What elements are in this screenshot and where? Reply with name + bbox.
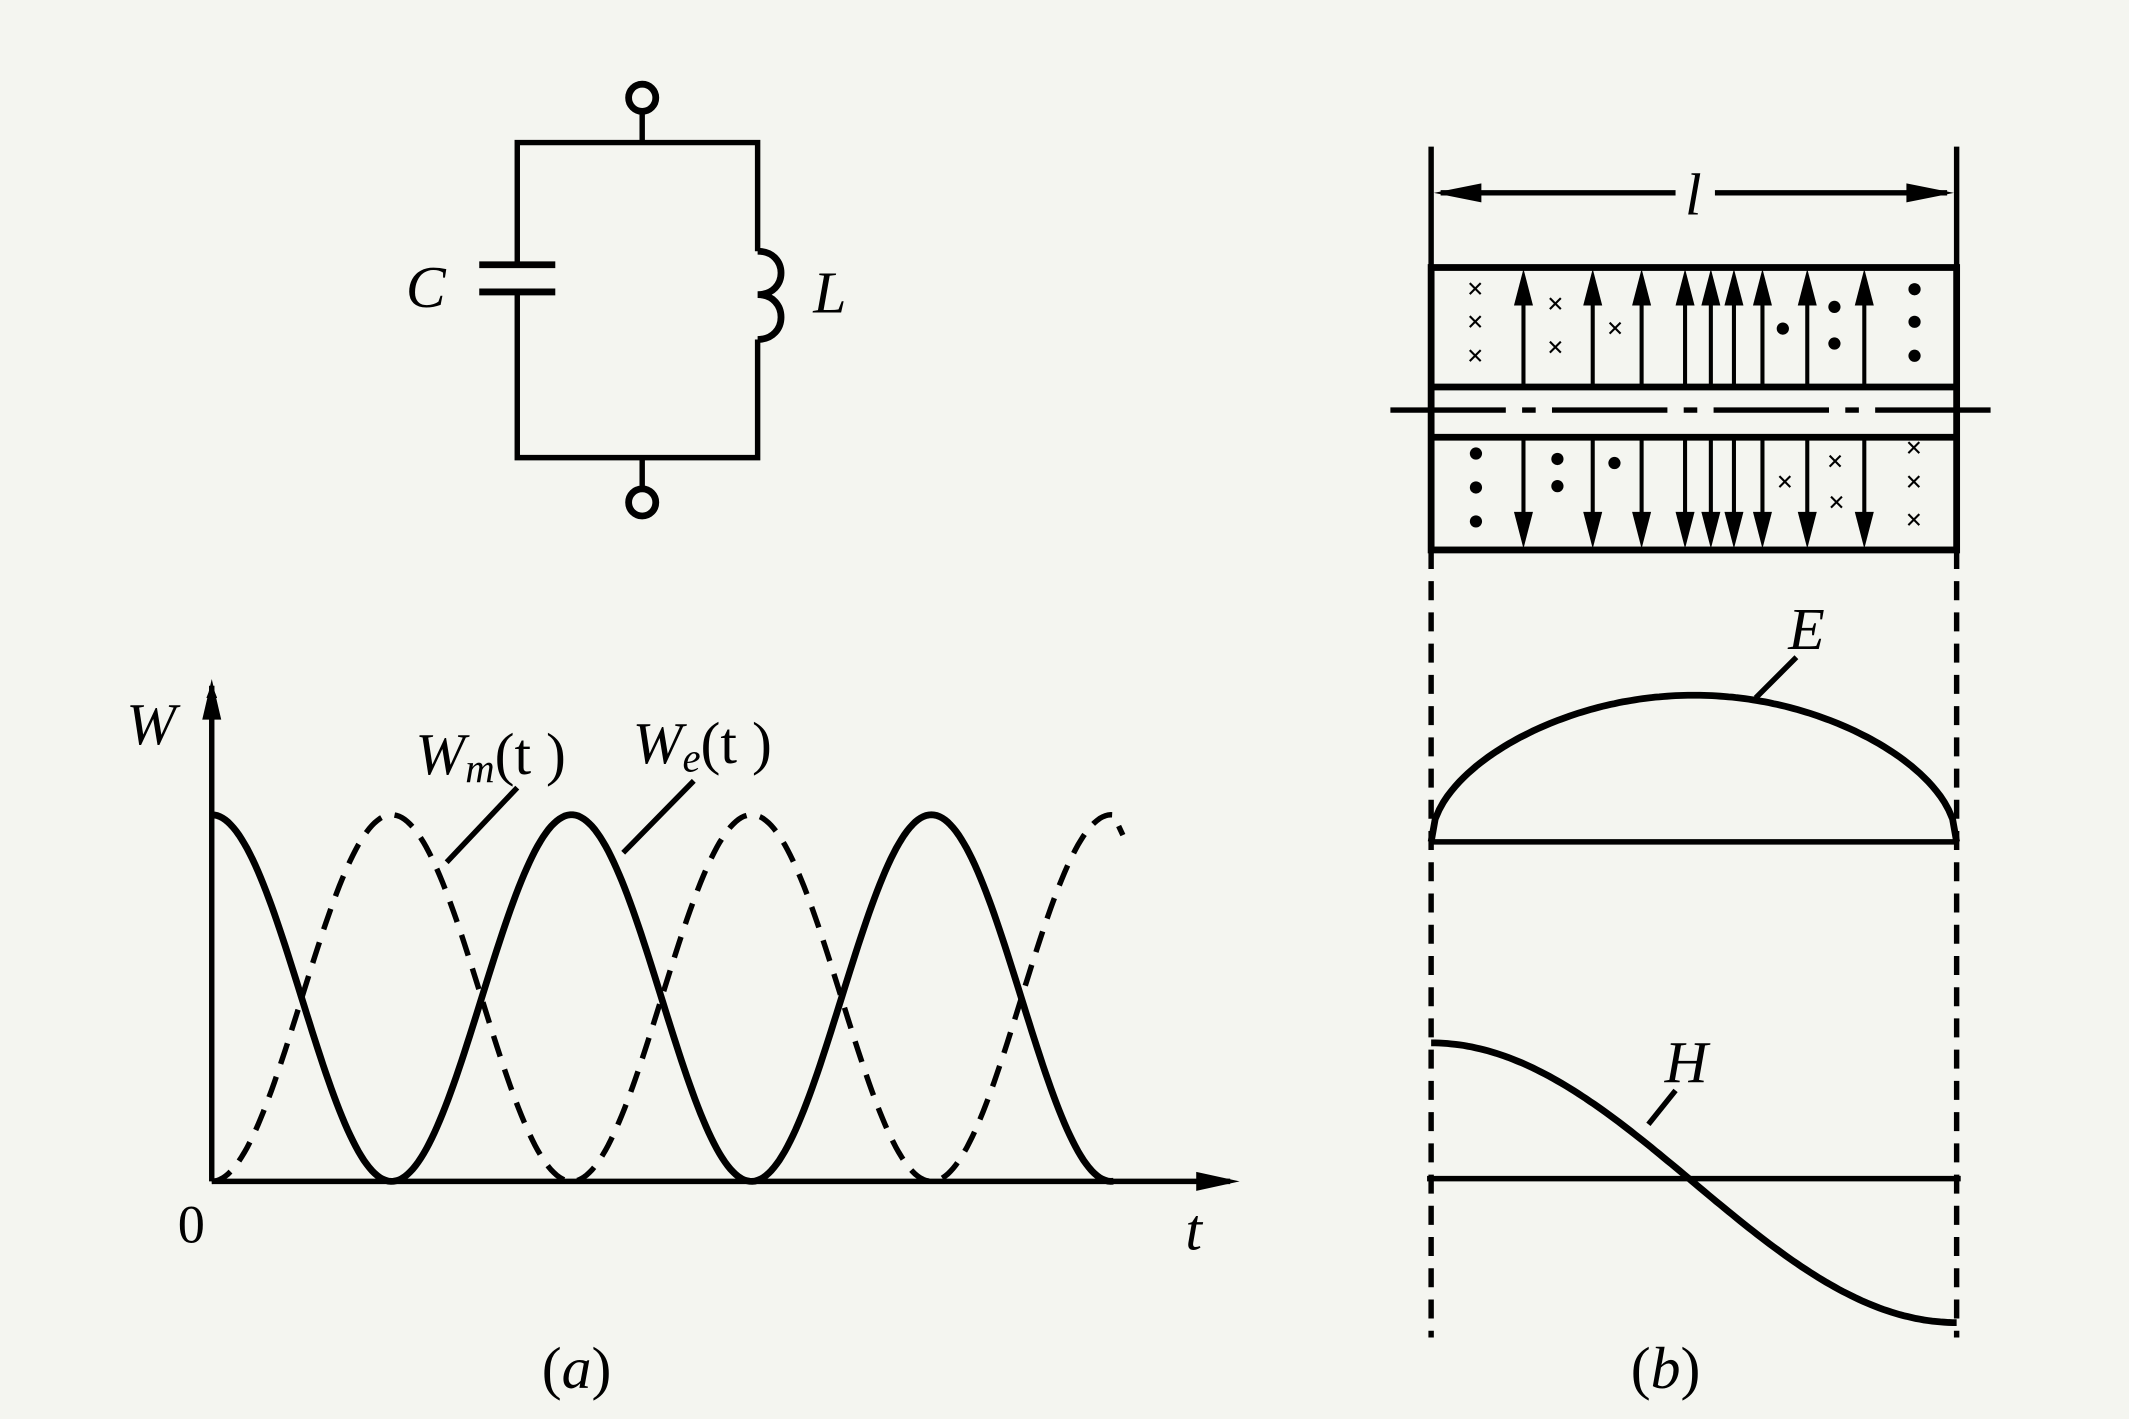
lc-circuit: C L <box>406 80 847 520</box>
length-label: l <box>1685 162 1702 228</box>
we-curve <box>211 811 1114 1185</box>
cross-icon: × <box>1466 339 1483 372</box>
arrow-down-icon <box>1675 511 1695 549</box>
dot-icon <box>1908 315 1921 328</box>
caption-a: (a) <box>542 1335 612 1401</box>
h-label: H <box>1664 1029 1711 1095</box>
dot-icon <box>1908 283 1921 296</box>
arrow-up-icon <box>1752 268 1772 306</box>
dot-icon <box>1551 480 1564 493</box>
inductor-label: L <box>812 259 846 325</box>
arrow-down-icon <box>1701 511 1721 549</box>
inductor <box>757 247 785 343</box>
cross-icon: × <box>1466 273 1483 306</box>
wm-curve <box>211 812 1126 1185</box>
h-field-profile: H <box>1427 1029 1961 1326</box>
arrow-down-icon <box>1752 511 1772 549</box>
dot-icon <box>1551 452 1564 466</box>
arrow-down-icon <box>1724 511 1744 549</box>
resonator-panel: l ×××××××××××× E H (b) <box>1390 146 1998 1401</box>
capacitor-label: C <box>406 254 447 320</box>
arrow-down-icon <box>1797 511 1817 549</box>
cross-icon: × <box>1606 312 1623 345</box>
caption-b: (b) <box>1631 1335 1701 1401</box>
cross-icon: × <box>1466 305 1483 338</box>
arrow-up-icon <box>1632 268 1652 306</box>
cross-icon: × <box>1905 466 1922 499</box>
dot-icon <box>1469 515 1483 528</box>
arrow-down-icon <box>1854 511 1874 549</box>
arrow-up-icon <box>1854 268 1874 306</box>
arrow-up-icon <box>1675 268 1695 306</box>
arrow-down-icon <box>1513 511 1533 549</box>
arrow-up-icon <box>1583 268 1603 306</box>
dot-icon <box>1908 349 1921 362</box>
arrow-down-icon <box>1583 511 1603 549</box>
origin-label: 0 <box>178 1194 205 1254</box>
dot-icon <box>1776 322 1789 335</box>
wm-label: Wm(t ) <box>415 721 566 791</box>
dot-icon <box>1469 481 1483 494</box>
e-field-profile: E <box>1427 596 1960 845</box>
cross-icon: × <box>1905 432 1922 465</box>
cross-icon: × <box>1826 445 1843 478</box>
arrow-up-icon <box>1797 268 1817 306</box>
energy-plot: W t 0 Wm(t ) We(t ) (a) <box>126 678 1240 1401</box>
dot-icon <box>1608 456 1621 470</box>
dot-icon <box>1828 300 1841 313</box>
cross-icon: × <box>1905 504 1922 537</box>
field-lines: ×××××××××××× <box>1466 268 1922 549</box>
x-axis-label: t <box>1185 1196 1203 1262</box>
dot-icon <box>1469 447 1483 460</box>
capacitor <box>479 261 556 296</box>
arrow-down-icon <box>1632 511 1652 549</box>
top-terminal <box>625 80 660 115</box>
we-label: We(t ) <box>633 710 772 780</box>
cross-icon: × <box>1547 288 1564 321</box>
cross-icon: × <box>1547 331 1564 364</box>
length-dimension: l <box>1433 162 1954 228</box>
arrow-up-icon <box>1701 268 1721 306</box>
cross-icon: × <box>1776 466 1793 499</box>
y-axis-label: W <box>126 691 181 757</box>
bottom-terminal <box>625 485 660 520</box>
arrow-up-icon <box>1724 268 1744 306</box>
e-label: E <box>1787 596 1825 662</box>
arrow-up-icon <box>1513 268 1533 306</box>
cross-icon: × <box>1828 486 1845 519</box>
dot-icon <box>1828 337 1841 350</box>
